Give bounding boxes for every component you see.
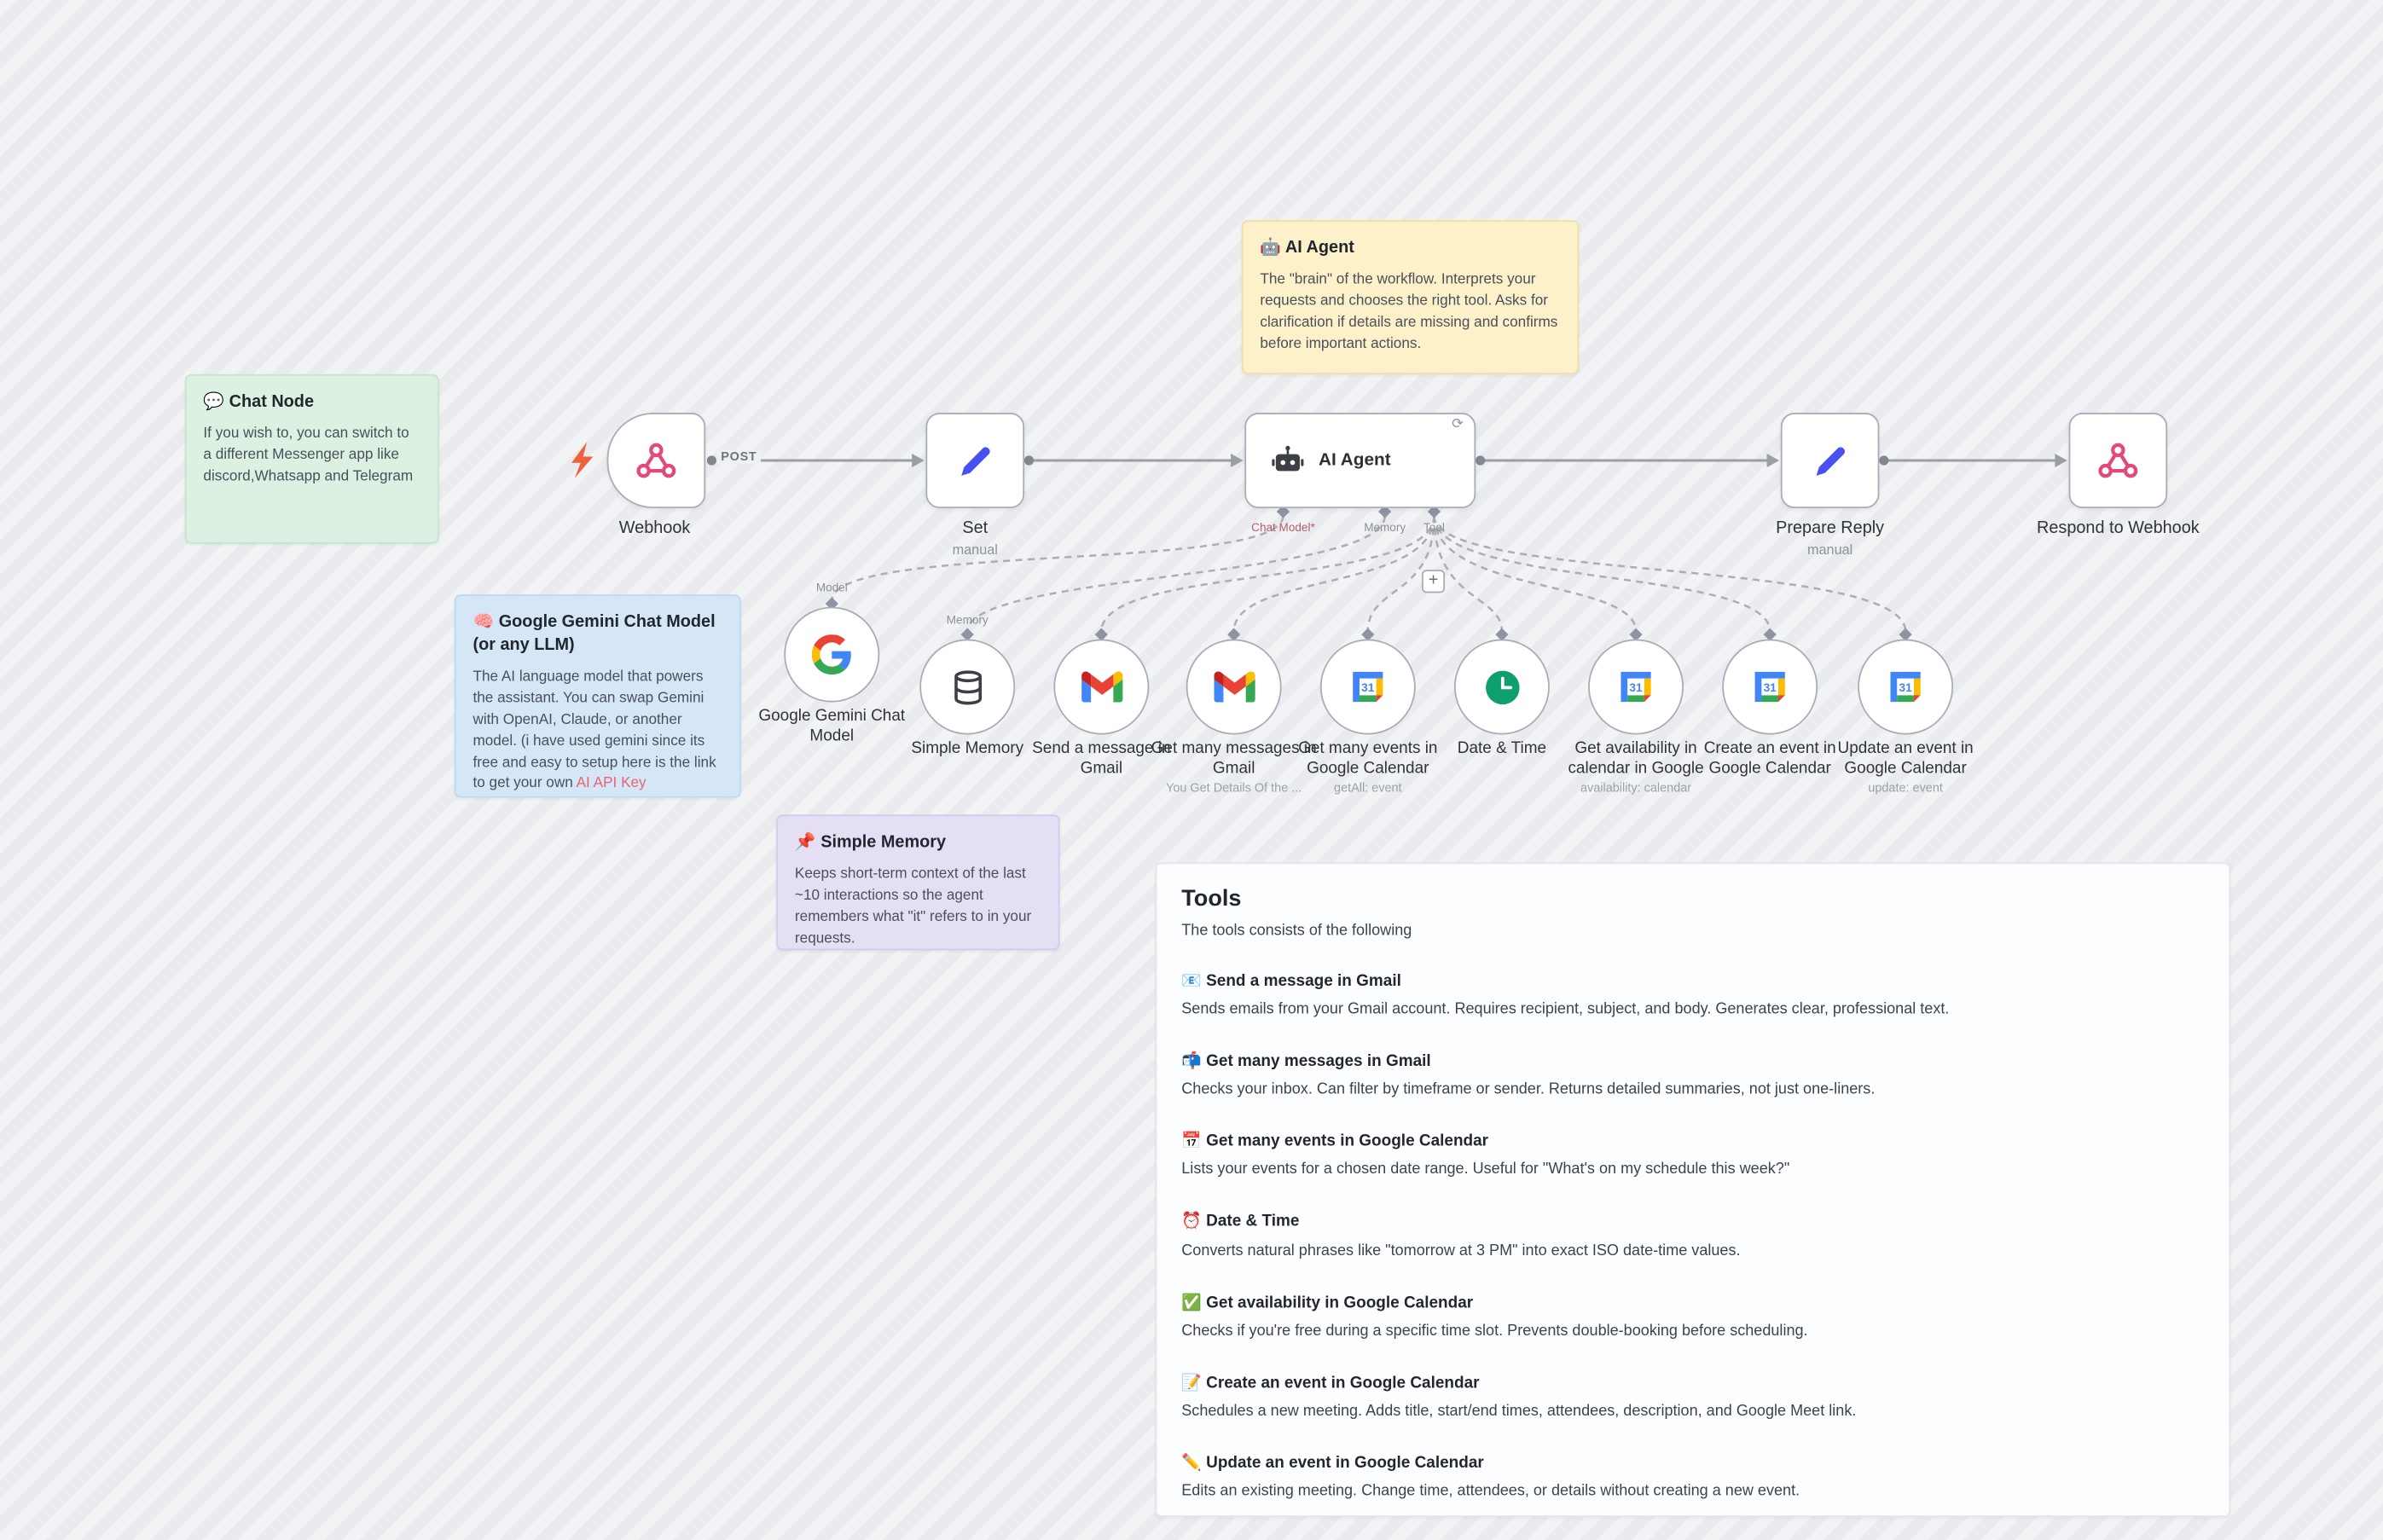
google-g-icon	[812, 634, 852, 674]
sticky-body-text: The AI language model that powers the as…	[473, 668, 716, 793]
pencil-icon	[1811, 441, 1849, 479]
tool-item: ✏️ Update an event in Google Calendar Ed…	[1181, 1453, 2204, 1501]
agent-sub-connections	[831, 515, 1907, 632]
subnode-simple-memory[interactable]	[919, 639, 1016, 735]
subnode-label: Get many events in Google Calendar	[1298, 738, 1438, 779]
api-key-link[interactable]: AI API Key	[576, 775, 646, 793]
node-sublabel-set: manual	[952, 541, 998, 558]
tools-heading: Tools	[1181, 885, 1242, 912]
webhook-icon	[635, 439, 678, 483]
node-label-respond: Respond to Webhook	[2037, 518, 2200, 538]
subnode-update-event-calendar[interactable]	[1858, 639, 1954, 735]
port-label-memory[interactable]: Memory	[1364, 520, 1406, 535]
webhook-icon	[2096, 439, 2140, 483]
sticky-body: The AI language model that powers the as…	[473, 666, 722, 795]
gmail-icon	[1081, 671, 1122, 702]
sticky-body: If you wish to, you can switch to a diff…	[203, 425, 414, 485]
subnode-google-gemini-chat-model[interactable]	[784, 606, 880, 703]
sticky-note-ai-agent[interactable]: 🤖 AI Agent The "brain" of the workflow. …	[1241, 220, 1580, 374]
node-prepare-reply[interactable]	[1780, 413, 1880, 509]
subnode-sublabel: You Get Details Of the ...	[1166, 780, 1302, 795]
sticky-title: 🤖 AI Agent	[1260, 238, 1354, 258]
tool-item-desc: Schedules a new meeting. Adds title, sta…	[1181, 1402, 1857, 1420]
subnode-label: Send a message in Gmail	[1032, 738, 1171, 779]
subnode-label: Date & Time	[1457, 738, 1547, 758]
tool-item-title: 📧 Send a message in Gmail	[1181, 971, 1401, 991]
connection-arrows	[912, 453, 2067, 468]
sticky-title: 💬 Chat Node	[203, 392, 315, 412]
tool-item-title: ✏️ Update an event in Google Calendar	[1181, 1453, 1484, 1473]
tool-item: 📅 Get many events in Google Calendar Lis…	[1181, 1132, 2204, 1180]
clock-icon	[1482, 668, 1521, 706]
sticky-title: 🧠 Google Gemini Chat Model (or any LLM)	[473, 612, 716, 655]
tool-item-desc: Sends emails from your Gmail account. Re…	[1181, 1001, 1950, 1019]
port-hint-memory: Memory	[946, 612, 989, 628]
database-icon	[948, 668, 987, 706]
tool-item: ⏰ Date & Time Converts natural phrases l…	[1181, 1213, 2204, 1260]
tool-item-title: ⏰ Date & Time	[1181, 1213, 1300, 1231]
tool-item: ✅ Get availability in Google Calendar Ch…	[1181, 1293, 2204, 1340]
port-label-tool[interactable]: Tool	[1423, 520, 1445, 535]
google-calendar-icon	[1616, 667, 1656, 707]
pencil-icon	[956, 441, 994, 479]
node-label-prepare-reply: Prepare Reply	[1776, 518, 1885, 538]
sticky-note-chat-node[interactable]: 💬 Chat Node If you wish to, you can swit…	[184, 373, 439, 544]
node-set[interactable]	[925, 413, 1025, 509]
subnode-label: Get many messages in Gmail	[1151, 738, 1317, 779]
subnode-get-many-events-calendar[interactable]	[1319, 639, 1416, 735]
tool-item-title: ✅ Get availability in Google Calendar	[1181, 1293, 1474, 1311]
port-hint-model: Model	[815, 580, 848, 595]
webhook-method-badge: POST	[716, 449, 762, 464]
google-calendar-icon	[1750, 667, 1790, 707]
tool-item-title: 📬 Get many messages in Gmail	[1181, 1051, 1431, 1071]
sticky-note-tools[interactable]: Tools The tools consists of the followin…	[1155, 862, 2231, 1517]
node-respond-to-webhook[interactable]	[2068, 413, 2168, 509]
node-webhook[interactable]	[606, 413, 706, 509]
tool-item-desc: Converts natural phrases like "tomorrow …	[1181, 1242, 1741, 1259]
tool-item-desc: Lists your events for a chosen date rang…	[1181, 1161, 1790, 1179]
tool-item-desc: Edits an existing meeting. Change time, …	[1181, 1483, 1800, 1500]
google-calendar-icon	[1348, 667, 1388, 707]
subnode-label: Update an event in Google Calendar	[1837, 738, 1974, 779]
subnode-label: Google Gemini Chat Model	[758, 706, 906, 746]
tool-item-title: 📝 Create an event in Google Calendar	[1181, 1373, 1480, 1392]
sticky-body: The "brain" of the workflow. Interprets …	[1260, 270, 1558, 353]
gmail-icon	[1213, 671, 1255, 702]
tool-item: 📧 Send a message in Gmail Sends emails f…	[1181, 972, 2204, 1020]
port-label-chat-model[interactable]: Chat Model*	[1251, 520, 1315, 535]
sticky-title: 📌 Simple Memory	[794, 833, 947, 852]
tool-item: 📝 Create an event in Google Calendar Sch…	[1181, 1373, 2204, 1421]
node-label-webhook: Webhook	[618, 518, 691, 538]
tool-item: 📬 Get many messages in Gmail Checks your…	[1181, 1052, 2204, 1100]
node-ai-agent[interactable]: AI Agent ⟳	[1244, 413, 1476, 509]
node-label-set: Set	[962, 518, 989, 538]
ai-agent-node-label: AI Agent	[1319, 451, 1391, 470]
sticky-note-gemini[interactable]: 🧠 Google Gemini Chat Model (or any LLM) …	[454, 594, 741, 798]
robot-icon	[1271, 443, 1305, 478]
sticky-note-simple-memory[interactable]: 📌 Simple Memory Keeps short-term context…	[776, 814, 1060, 951]
connection-endpoints	[706, 455, 1889, 466]
subnode-sublabel: getAll: event	[1334, 780, 1402, 795]
subnode-label: Simple Memory	[911, 738, 1024, 758]
subnode-send-message-gmail[interactable]	[1053, 639, 1150, 735]
subnode-sublabel: update: event	[1868, 780, 1943, 795]
subnode-label: Create an event in Google Calendar	[1703, 738, 1836, 779]
trigger-bolt-icon	[571, 442, 594, 478]
subnode-date-time[interactable]	[1453, 639, 1550, 735]
sticky-body: Keeps short-term context of the last ~10…	[794, 865, 1032, 947]
node-sublabel-prepare-reply: manual	[1806, 541, 1853, 558]
subnode-get-many-messages-gmail[interactable]	[1186, 639, 1282, 735]
subnode-label: Get availability in calendar in Google	[1568, 738, 1704, 779]
subnode-create-event-calendar[interactable]	[1722, 639, 1818, 735]
tool-item-desc: Checks if you're free during a specific …	[1181, 1322, 1808, 1340]
tools-subtitle: The tools consists of the following	[1181, 922, 1412, 940]
subnode-get-availability-calendar[interactable]	[1588, 639, 1684, 735]
tool-item-title: 📅 Get many events in Google Calendar	[1181, 1132, 1489, 1151]
google-calendar-icon	[1886, 667, 1926, 707]
loop-icon: ⟳	[1452, 415, 1464, 431]
add-tool-button[interactable]: +	[1422, 570, 1446, 593]
tool-item-desc: Checks your inbox. Can filter by timefra…	[1181, 1081, 1876, 1099]
subnode-sublabel: availability: calendar	[1580, 780, 1692, 795]
